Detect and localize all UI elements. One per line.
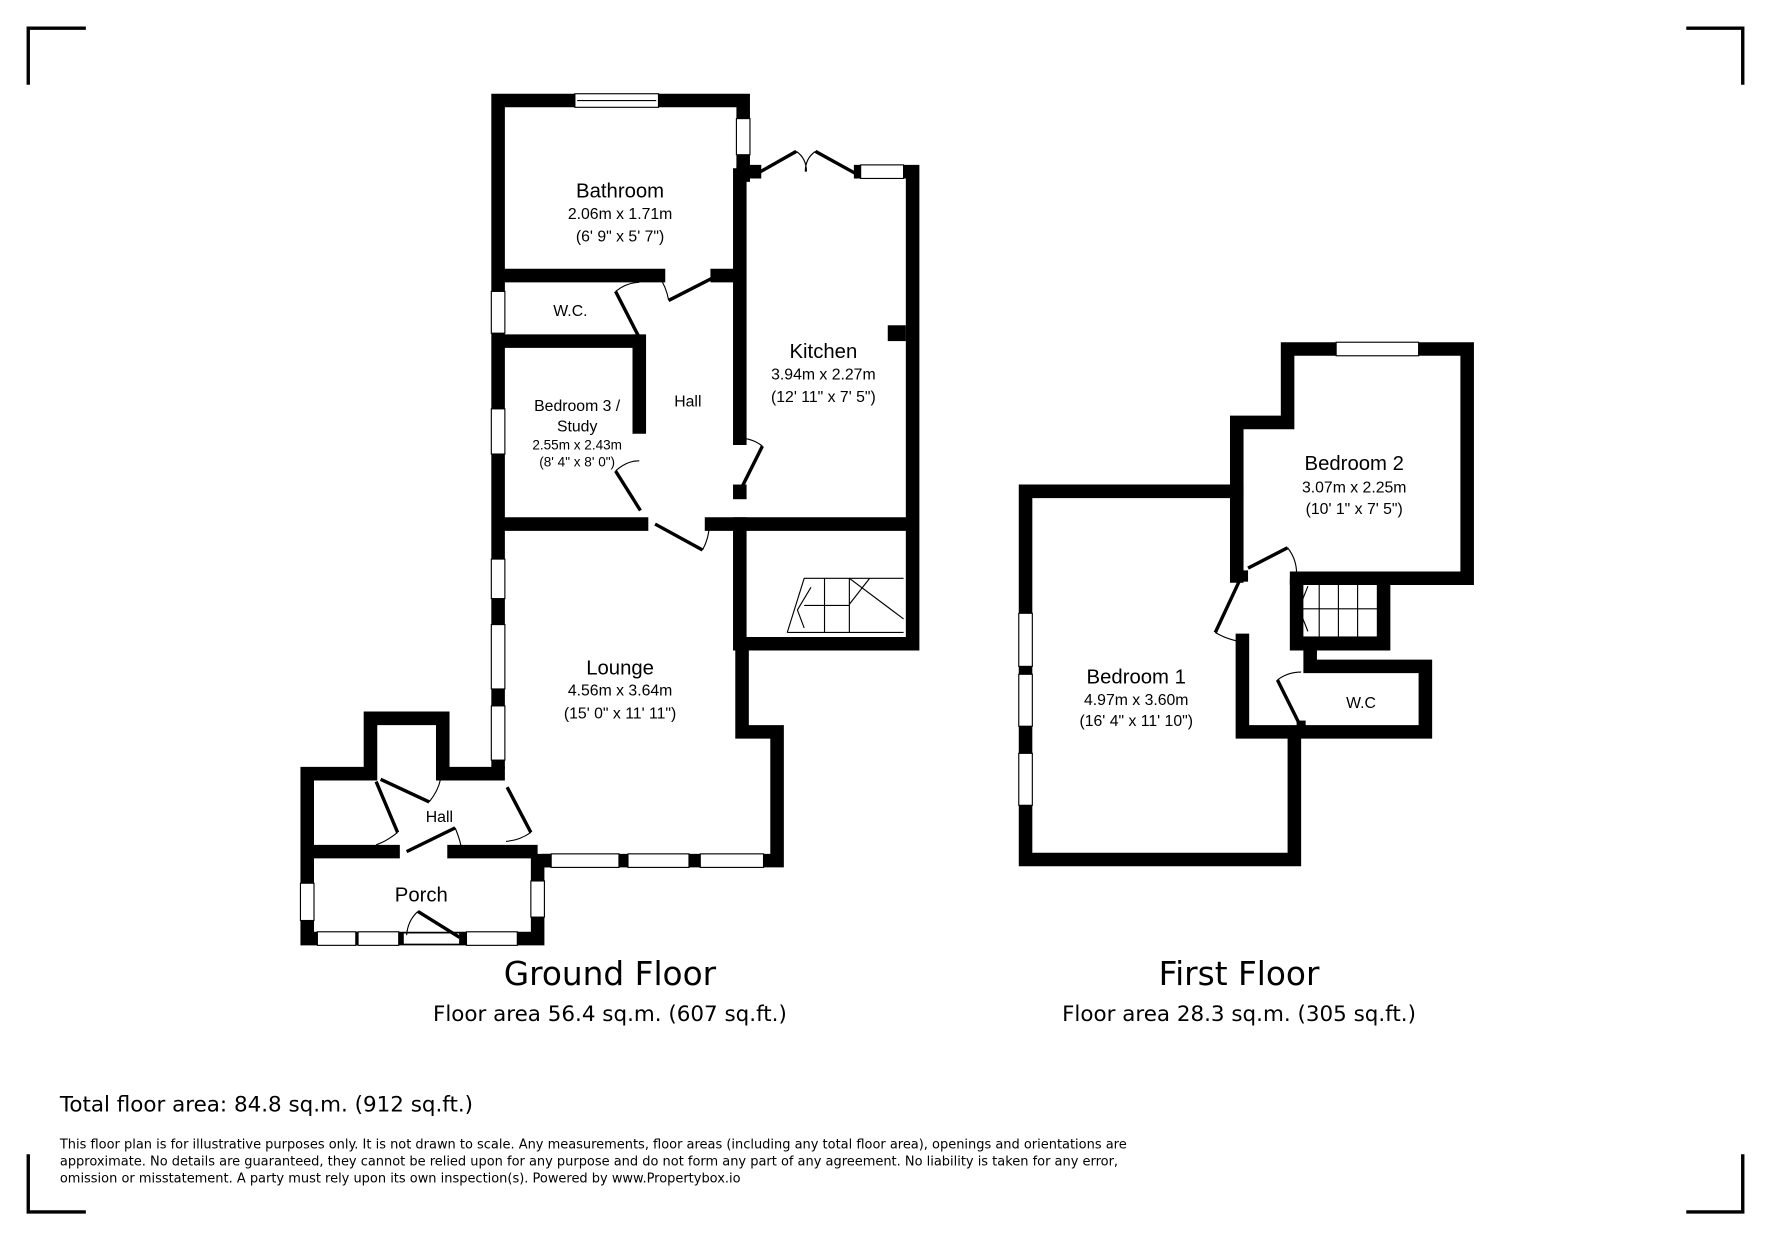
window xyxy=(299,93,905,946)
room-name-lounge: Lounge xyxy=(586,657,654,679)
room-name-wc: W.C xyxy=(1346,695,1376,712)
room-size-metric: 3.07m x 2.25m xyxy=(1302,479,1407,496)
room-size-metric: 2.06m x 1.71m xyxy=(568,206,673,223)
room-name-bathroom: Bathroom xyxy=(576,181,664,203)
door xyxy=(374,149,860,939)
room-name-kitchen: Kitchen xyxy=(789,341,857,363)
room-size-imperial: (12' 11" x 7' 5") xyxy=(771,389,876,406)
room-size-imperial: (10' 1" x 7' 5") xyxy=(1306,501,1403,518)
crop-marks xyxy=(26,26,1745,1214)
first-floor-area: Floor area 28.3 sq.m. (305 sq.ft.) xyxy=(1062,1002,1416,1027)
ground-floor-title: Ground Floor xyxy=(504,955,717,993)
room-name-bedroom-3: Bedroom 3 / xyxy=(534,398,621,415)
total-floor-area: Total floor area: 84.8 sq.m. (912 sq.ft.… xyxy=(59,1092,473,1117)
ground-floor-plan: Bathroom 2.06m x 1.71m (6' 9" x 5' 7") W… xyxy=(299,93,920,1027)
first-floor-title: First Floor xyxy=(1159,955,1320,993)
window xyxy=(1018,341,1420,806)
room-name-wc: W.C. xyxy=(553,303,587,320)
room-size-imperial: (6' 9" x 5' 7") xyxy=(576,229,664,246)
room-size-metric: 4.56m x 3.64m xyxy=(568,683,673,700)
room-size-metric: 3.94m x 2.27m xyxy=(771,366,876,383)
disclaimer-line: approximate. No details are guaranteed, … xyxy=(60,1155,1118,1170)
staircase xyxy=(786,577,904,634)
door xyxy=(1213,546,1302,724)
first-floor-plan: Bedroom 1 4.97m x 3.60m (16' 4" x 11' 10… xyxy=(1018,341,1474,1027)
room-name-front-hall: Hall xyxy=(426,809,453,826)
room-size-imperial: (16' 4" x 11' 10") xyxy=(1079,713,1193,730)
room-size-metric: 4.97m x 3.60m xyxy=(1084,692,1189,709)
room-name-hall: Hall xyxy=(674,394,701,411)
disclaimer-line: omission or misstatement. A party must r… xyxy=(60,1172,741,1187)
room-size-metric: 2.55m x 2.43m xyxy=(532,438,622,453)
disclaimer-line: This floor plan is for illustrative purp… xyxy=(59,1138,1127,1153)
room-size-imperial: (15' 0" x 11' 11") xyxy=(564,705,676,722)
ground-floor-area: Floor area 56.4 sq.m. (607 sq.ft.) xyxy=(433,1002,787,1027)
room-name-bedroom-2: Bedroom 2 xyxy=(1305,453,1404,475)
room-name-bedroom-3-line2: Study xyxy=(557,418,597,435)
staircase xyxy=(1298,579,1379,638)
room-name-porch: Porch xyxy=(395,884,448,906)
room-name-bedroom-1: Bedroom 1 xyxy=(1087,666,1186,688)
room-size-imperial: (8' 4" x 8' 0") xyxy=(539,454,615,469)
